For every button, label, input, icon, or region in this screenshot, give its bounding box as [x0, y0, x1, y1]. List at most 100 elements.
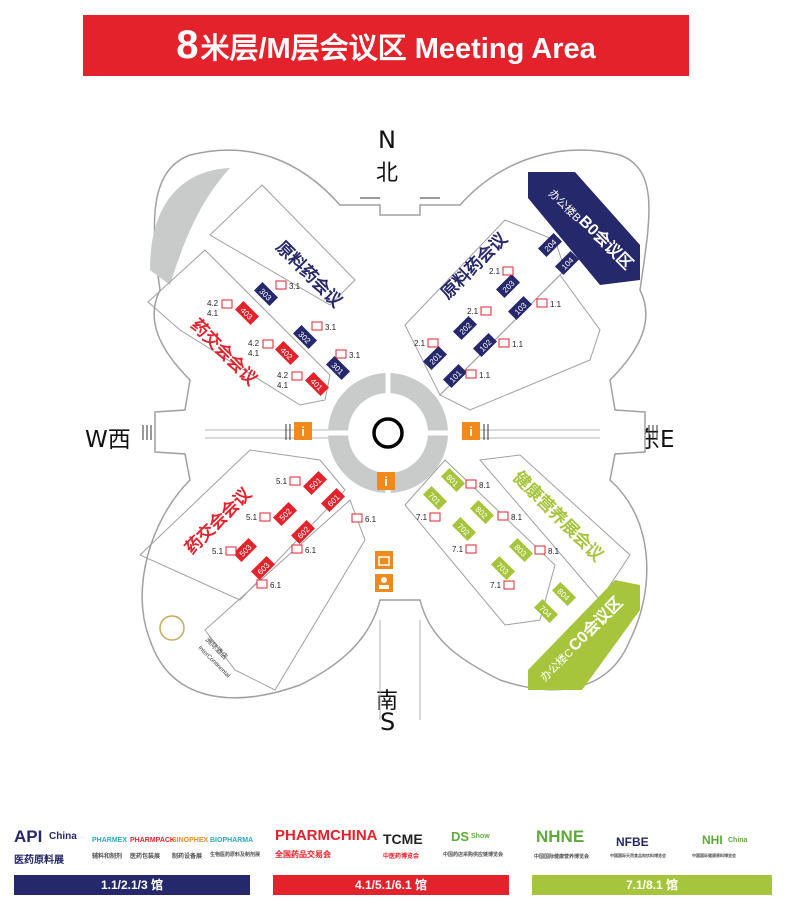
stair-label: 3.1 [349, 351, 361, 360]
escalator-icon [465, 544, 477, 554]
stair-label: 1.1 [550, 300, 562, 309]
api-logo: API [14, 827, 43, 846]
pharmchina-logo: PHARMCHINA [275, 827, 378, 844]
stair-label: 4.1 [277, 381, 289, 390]
nw-block [147, 184, 356, 406]
south-label: 南 [376, 689, 399, 714]
floor-number: 8 [176, 23, 199, 67]
ds-subtitle: 中国药店采购供应链博览会 [443, 852, 504, 858]
legend-bar-halls-2: 4.1/5.1/6.1 馆 [273, 875, 509, 895]
escalator-icon [262, 339, 274, 349]
escalator-icon [311, 321, 323, 331]
stair-label: 3.1 [325, 323, 337, 332]
escalator-icon [256, 579, 268, 589]
legend-pharmchina: PHARMCHINA 全国药品交易会 TCME 中医药博览会 DS Show 中… [273, 825, 509, 895]
escalator-icon [225, 546, 237, 556]
ds-logo: DS [451, 829, 470, 844]
south-letter: S [380, 708, 396, 736]
nfbe-logo: NFBE [616, 835, 649, 849]
central-rotunda [328, 373, 448, 493]
se-block [404, 454, 631, 626]
stair-label: 7.1 [416, 513, 428, 522]
escalator-icon [497, 511, 509, 521]
escalator-icon [335, 349, 347, 359]
svg-text:i: i [301, 424, 305, 439]
stair-label: 3.1 [289, 282, 301, 291]
sinophex-subtitle: 制药设备展 [172, 854, 203, 860]
nhne-logo: NHNE [536, 827, 585, 846]
pharmpack-logo: PHARMPACK [130, 837, 175, 844]
escalator-icon [291, 544, 303, 554]
stair-label: 5.1 [246, 513, 258, 522]
stair-label: 8.1 [511, 513, 523, 522]
pharmchina-subtitle: 全国药品交易会 [275, 850, 331, 859]
info-icon: i [294, 422, 312, 440]
page-title-banner: 8 米层/M层会议区 Meeting Area [83, 15, 689, 76]
legend-nhne: NHNE 中国国际健康营养博览会 NFBE 中国国际天然食品和饮料博览会 NHI… [532, 825, 772, 895]
escalator-icon [536, 298, 548, 308]
north-label: 北 [376, 161, 399, 186]
escalator-icon [289, 476, 301, 486]
west-label: W西 [85, 427, 131, 453]
nw-gray-arc [150, 168, 230, 285]
info-points: i i i [294, 422, 480, 592]
pharmex-logo: PHARMEX [92, 837, 128, 844]
escalator-icon [429, 512, 441, 522]
stair-label: 4.1 [248, 349, 260, 358]
stair-label: 5.1 [212, 547, 224, 556]
svg-text:i: i [469, 424, 473, 439]
legend-bar-halls-3: 7.1/8.1 馆 [532, 875, 772, 895]
tcme-subtitle: 中医药博览会 [383, 854, 420, 860]
stair-label: 5.1 [276, 477, 288, 486]
nhi-subtitle: 中国国际健康原料博览会 [692, 853, 736, 858]
escalator-icon [480, 306, 492, 316]
stair-label: 2.1 [489, 267, 501, 276]
stair-label: 7.1 [452, 545, 464, 554]
stair-label: 8.1 [548, 547, 560, 556]
api-subtitle: 医药原料展 [14, 855, 64, 866]
china-logo: China [49, 831, 77, 842]
stair-label: 4.2 [277, 371, 289, 380]
escalator-icon [502, 266, 514, 276]
stair-label: 1.1 [512, 340, 524, 349]
pharmex-subtitle: 辅料和制剂 [92, 854, 123, 860]
stair-hatches [142, 197, 658, 440]
stair-label: 6.1 [305, 546, 317, 555]
stair-label: 4.1 [207, 309, 219, 318]
info-icon: i [377, 472, 395, 490]
nfbe-subtitle: 中国国际天然食品和饮料博览会 [610, 853, 666, 858]
nhi-logo: NHI [702, 833, 723, 847]
stair-label: 7.1 [490, 581, 502, 590]
escalator-icon [498, 338, 510, 348]
stair-label: 4.2 [207, 299, 219, 308]
biopharma-subtitle: 生物医药原料及制剂展 [210, 852, 261, 858]
escalator-icon [291, 371, 303, 381]
biopharma-logo: BIOPHARMA [210, 837, 254, 844]
north-letter: N [378, 126, 396, 154]
tcme-logo: TCME [383, 831, 423, 847]
stair-label: 2.1 [467, 307, 479, 316]
legend-bar-halls-1: 1.1/2.1/3 馆 [14, 875, 250, 895]
stair-label: 4.2 [248, 339, 260, 348]
escalator-icon [534, 545, 546, 555]
ne-block [404, 219, 601, 411]
luggage-icon [375, 551, 393, 569]
escalator-icon [465, 479, 477, 489]
stair-label: 6.1 [365, 515, 377, 524]
nhi-china-logo: China [728, 837, 748, 844]
escalator-icon [259, 512, 271, 522]
legend-api-china: API China 医药原料展 PHARMEX 辅料和制剂 PHARMPACK … [14, 825, 260, 895]
info-icon: i [462, 422, 480, 440]
nhne-subtitle: 中国国际健康营养博览会 [534, 854, 590, 860]
sinophex-logo: SINOPHEX [172, 837, 209, 844]
stair-label: 6.1 [270, 581, 282, 590]
escalator-icon [351, 513, 363, 523]
floor-plan-map: 原料药会议 药交会会议 原料药会议 药交会会议 健康营养展会议 办公楼B B0会… [139, 149, 658, 720]
escalator-markers: 3.1 3.1 3.1 4.2 4.1 4.2 4.1 4.2 4.1 2.1 … [207, 266, 562, 590]
page-title: 米层/M层会议区 Meeting Area [200, 32, 596, 65]
escalator-icon [427, 338, 439, 348]
pharmpack-subtitle: 医药包装展 [130, 854, 161, 860]
escalator-icon [275, 280, 287, 290]
service-desk-icon [375, 574, 393, 592]
stair-label: 8.1 [479, 481, 491, 490]
